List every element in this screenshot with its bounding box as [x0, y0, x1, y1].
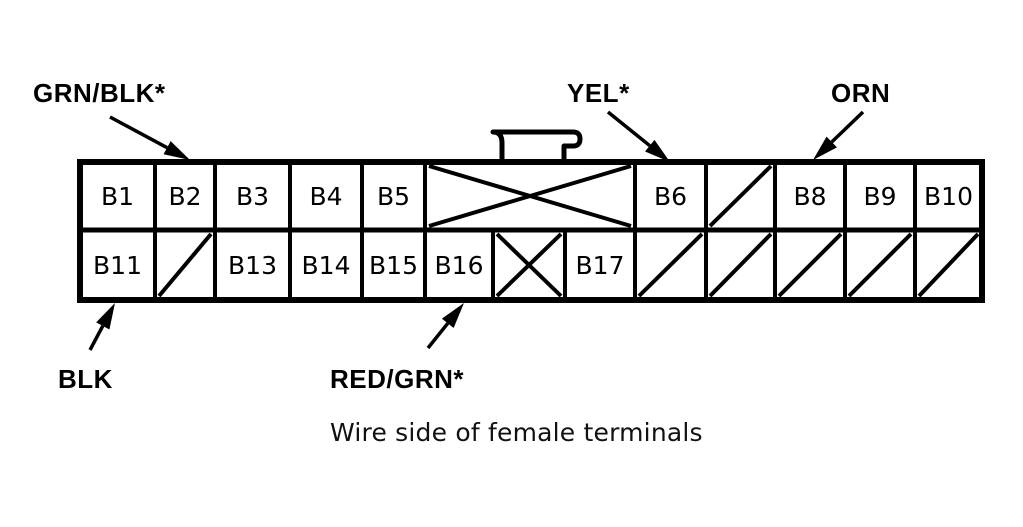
- terminal-label-b15: B15: [369, 251, 418, 280]
- top-row-cell-b10: B10: [913, 162, 973, 230]
- blank-diagonal-mark: [917, 232, 980, 298]
- arrow-head: [163, 141, 190, 160]
- bottom-row-cell-b17: B17: [563, 230, 625, 300]
- latch-outline: [490, 129, 583, 162]
- arrow-shaft: [606, 110, 651, 148]
- terminal-label-b8: B8: [793, 182, 826, 211]
- terminal-label-b6: B6: [654, 182, 687, 211]
- bottom-row-cell-b14: B14: [288, 230, 351, 300]
- blank-diagonal-mark: [637, 232, 704, 298]
- bottom-row-cell-blank-10: [773, 230, 843, 300]
- top-row-cell-b4: B4: [288, 162, 343, 230]
- wire-label-orn: ORN: [831, 78, 891, 108]
- arrow-head: [645, 139, 670, 162]
- arrow-shaft: [109, 115, 168, 150]
- terminal-label-b3: B3: [236, 182, 269, 211]
- arrow-shaft: [88, 325, 105, 351]
- diagram-caption: Wire side of female terminals: [330, 418, 703, 447]
- blank-diagonal-mark: [708, 164, 773, 228]
- top-row-cell-blank-5: [423, 162, 632, 230]
- connector-latch-tab: [490, 129, 583, 162]
- top-row-cell-b3: B3: [213, 162, 269, 230]
- terminal-label-b10: B10: [924, 182, 973, 211]
- terminal-label-b9: B9: [863, 182, 896, 211]
- terminal-label-b16: B16: [435, 251, 484, 280]
- blank-diagonal-mark: [777, 232, 843, 298]
- bottom-row-cell-blank-1: [153, 230, 213, 300]
- bottom-row-cell-blank-12: [913, 230, 980, 300]
- blank-diagonal-mark: [847, 232, 913, 298]
- terminal-label-b17: B17: [576, 251, 625, 280]
- wire-label-grn-blk: GRN/BLK*: [33, 78, 166, 108]
- top-row-cell-b9: B9: [843, 162, 897, 230]
- terminal-label-b11: B11: [93, 251, 142, 280]
- top-row-cell-b8: B8: [773, 162, 827, 230]
- callout-arrow-yel: [606, 110, 670, 162]
- arrow-shaft: [426, 322, 450, 350]
- blank-cross-mark: [495, 232, 563, 298]
- bottom-row-cell-blank-11: [843, 230, 913, 300]
- bottom-row-cell-b11: B11: [93, 251, 142, 280]
- wire-callout-arrows: [88, 110, 865, 351]
- bottom-row-cell-blank-6: [491, 230, 563, 300]
- callout-arrow-grn-blk: [109, 115, 190, 160]
- bottom-row-cell-blank-8: [633, 230, 704, 300]
- arrow-shaft: [830, 110, 865, 144]
- top-row-cell-b5: B5: [360, 162, 410, 230]
- wire-label-red-grn: RED/GRN*: [330, 364, 465, 394]
- wire-label-blk: BLK: [58, 364, 113, 394]
- blank-diagonal-mark: [157, 232, 213, 298]
- bottom-row-cell-b15: B15: [360, 230, 418, 300]
- blank-diagonal-mark: [708, 232, 773, 298]
- bottom-row-cell-blank-9: [704, 230, 773, 300]
- terminal-label-b1: B1: [101, 182, 134, 211]
- callout-arrow-orn: [813, 110, 865, 160]
- terminal-label-b14: B14: [302, 251, 351, 280]
- arrow-head: [813, 136, 837, 160]
- wire-label-yel: YEL*: [567, 78, 630, 108]
- top-row-cell-b1: B1: [101, 182, 134, 211]
- top-row-cell-b2: B2: [153, 162, 202, 230]
- top-row-cell-b6: B6: [633, 162, 687, 230]
- terminal-label-b2: B2: [168, 182, 201, 211]
- arrow-head: [441, 303, 464, 328]
- bottom-row-cell-b13: B13: [213, 230, 277, 300]
- blank-cross-mark: [428, 164, 632, 228]
- terminal-label-b5: B5: [377, 182, 410, 211]
- arrow-head: [96, 303, 115, 330]
- top-row-cell-blank-7: [704, 162, 773, 230]
- terminal-grid: [77, 159, 985, 303]
- bottom-row-cell-b16: B16: [423, 230, 484, 300]
- terminal-label-b4: B4: [309, 182, 342, 211]
- callout-arrow-blk: [88, 303, 115, 351]
- terminal-label-b13: B13: [228, 251, 277, 280]
- callout-arrow-red-grn: [426, 303, 464, 350]
